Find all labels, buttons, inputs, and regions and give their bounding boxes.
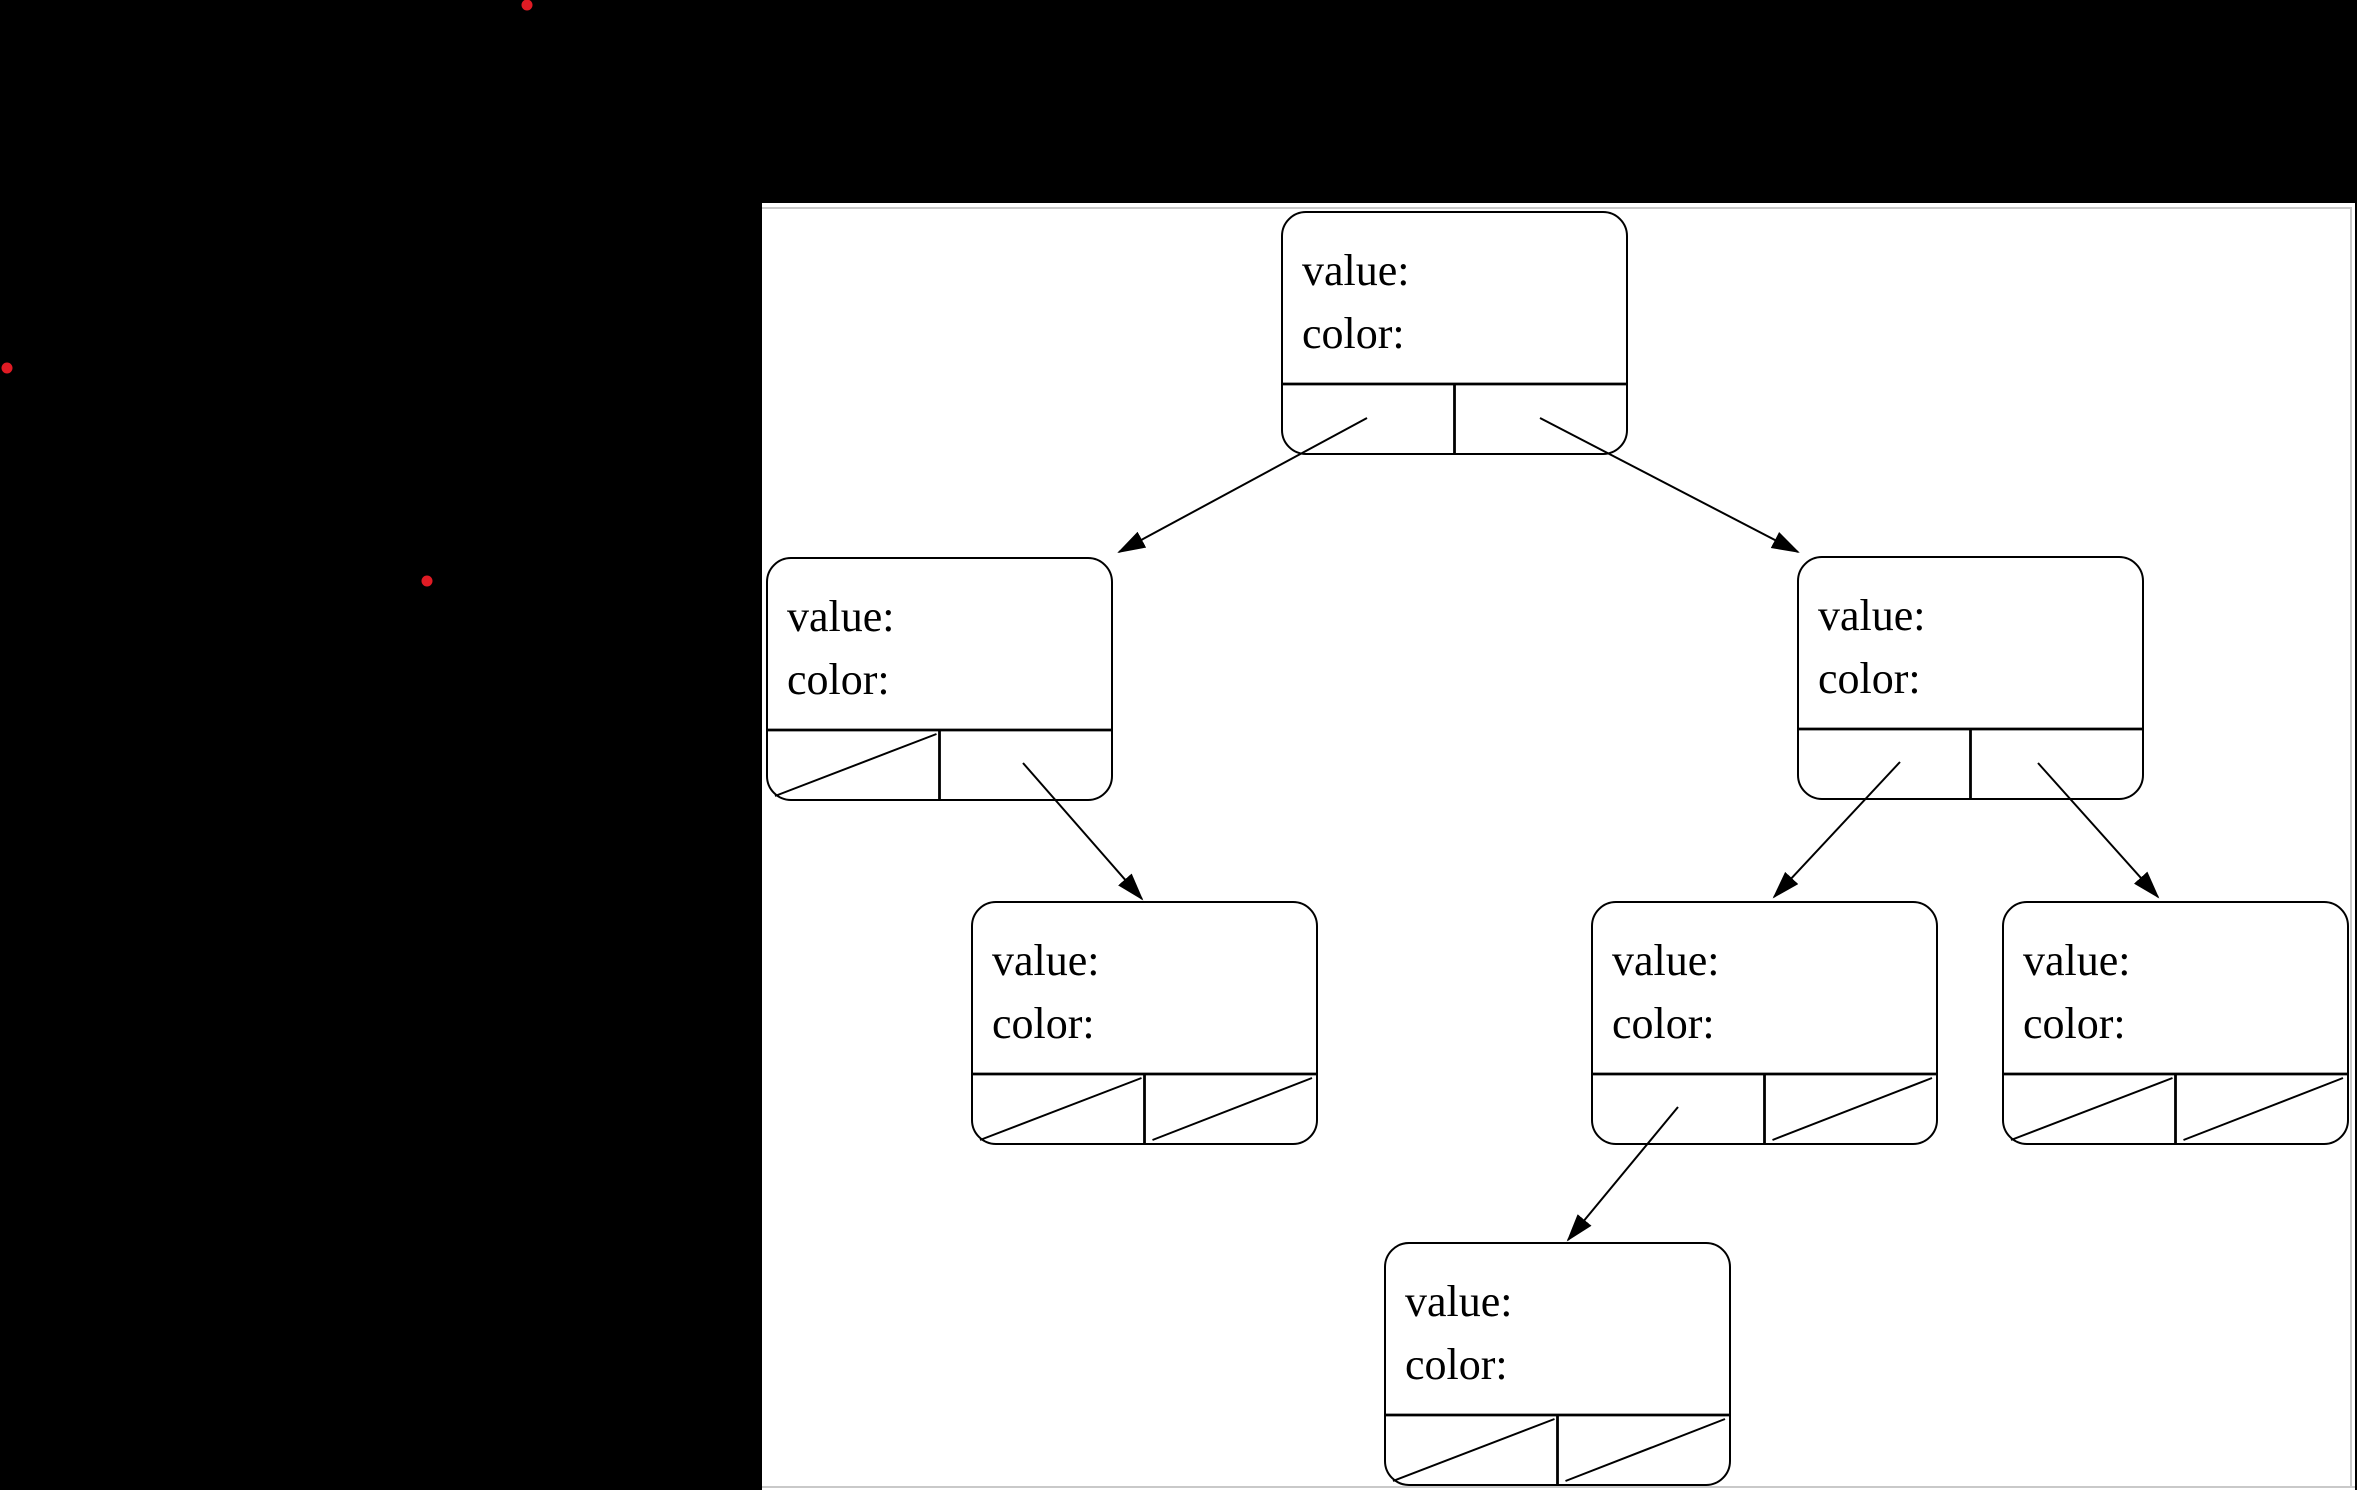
diagram-panel: value:color:value:color:value:color:valu…: [762, 203, 2355, 1490]
color-label: color:: [787, 655, 890, 704]
tree-node-right-left-grandchild: value: color:: [1591, 901, 1938, 1145]
color-label: color:: [2023, 999, 2126, 1048]
value-label: value:: [1405, 1277, 1513, 1326]
null-slash-right: [2183, 1077, 2344, 1141]
color-label: color:: [992, 999, 1095, 1048]
value-label: value:: [1302, 246, 1410, 295]
value-label: value:: [992, 936, 1100, 985]
tree-node-left-child: value: color:: [766, 557, 1113, 801]
edge-right-child-left-to-right-left-grandchild: [1772, 761, 1901, 899]
value-label: value:: [2023, 936, 2131, 985]
value-label: value:: [787, 592, 895, 641]
tree-node-root: value: color:: [1281, 211, 1628, 455]
tree-node-left-right-grandchild: value: color:: [971, 901, 1318, 1145]
color-label: color:: [1302, 309, 1405, 358]
edge-right-left-grandchild-left-to-great-grandchild: [1566, 1106, 1679, 1242]
color-label: color:: [1612, 999, 1715, 1048]
red-black-tree-node-diagram: value:color:value:color:value:color:valu…: [766, 211, 2349, 1486]
value-label: value:: [1612, 936, 1720, 985]
tree-node-great-grandchild: value: color:: [1384, 1242, 1731, 1486]
edge-root-left-to-left-child: [1117, 417, 1368, 553]
panel-border-top: [762, 207, 2350, 209]
red-dot-2: [1, 362, 13, 374]
edge-right-child-right-to-right-right-grandchild: [2037, 762, 2160, 899]
null-slash-left: [979, 1077, 1142, 1141]
value-label: value:: [1818, 591, 1926, 640]
tree-node-right-child: value: color:: [1797, 556, 2144, 800]
panel-border-bottom: [762, 1486, 2355, 1488]
color-label: color:: [1405, 1340, 1508, 1389]
null-slash-left: [2010, 1077, 2173, 1141]
edge-left-child-right-to-left-right-grandchild: [1022, 762, 1144, 901]
null-slash-left: [1392, 1418, 1555, 1482]
null-slash-right: [1772, 1077, 1933, 1141]
color-label: color:: [1818, 654, 1921, 703]
tree-node-right-right-grandchild: value: color:: [2002, 901, 2349, 1145]
edge-root-right-to-right-child: [1539, 417, 1800, 553]
red-dot-1: [521, 0, 533, 11]
null-slash-right: [1152, 1077, 1313, 1141]
null-slash-right: [1565, 1418, 1726, 1482]
panel-border-right: [2350, 207, 2352, 1486]
red-dot-3: [421, 575, 433, 587]
null-slash-left: [774, 733, 937, 797]
